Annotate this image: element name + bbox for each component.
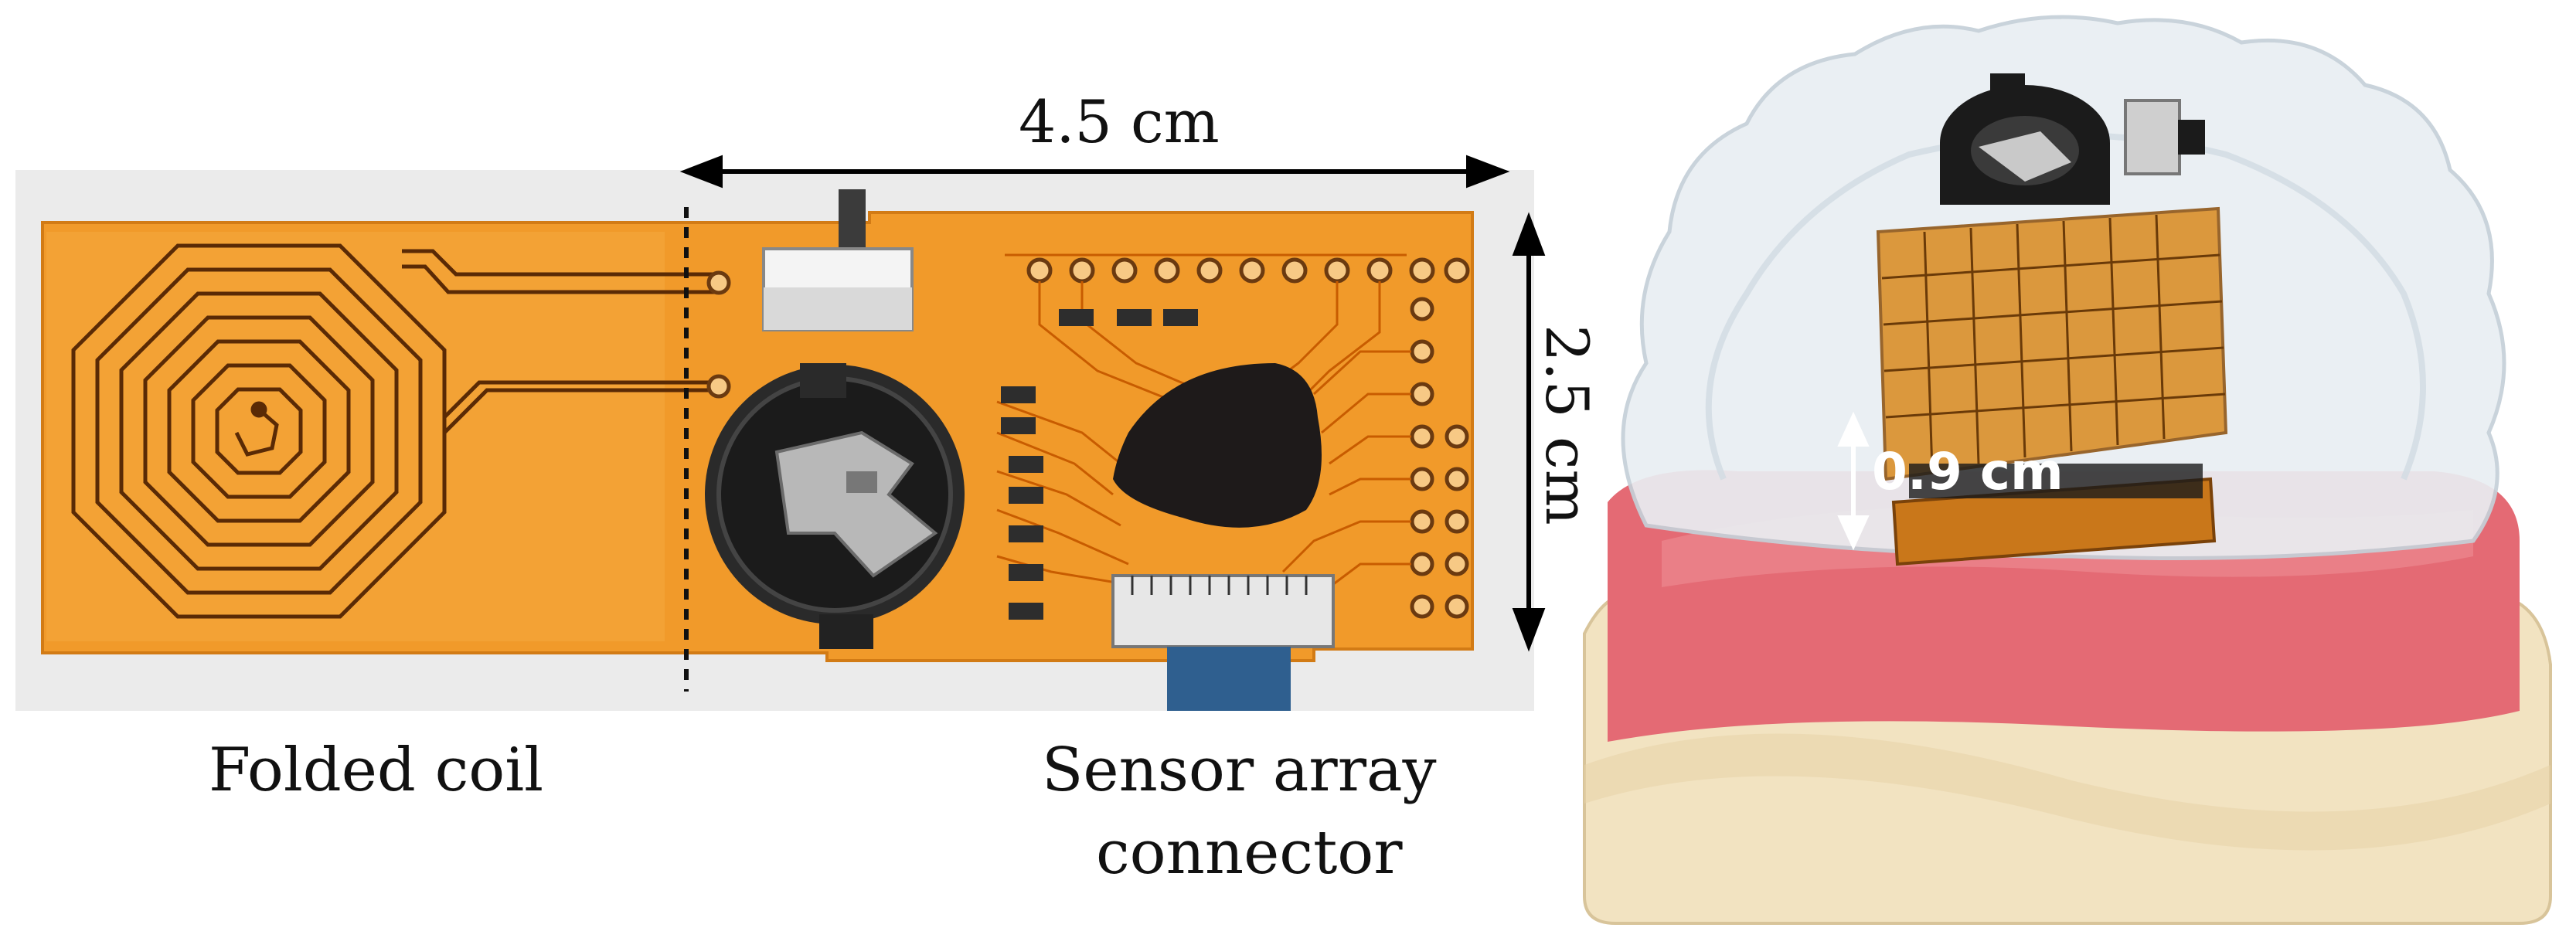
dimension-height-label: 2.5 cm <box>1533 325 1601 525</box>
mouth-guard-photo <box>1583 15 2558 925</box>
top-battery-holder <box>1940 73 2110 205</box>
dimension-length-label: 4.5 cm <box>1019 87 1220 156</box>
encapsulated-chip <box>1113 363 1322 528</box>
switch-lever <box>839 189 866 251</box>
folded-coil <box>71 243 447 619</box>
coil-leads <box>402 249 719 434</box>
smd-components <box>1001 309 1198 620</box>
header-pads-top <box>1026 257 1470 284</box>
top-slide-switch <box>2124 99 2181 175</box>
sensor-connector-caption-line1: Sensor array <box>1042 736 1437 805</box>
sensor-connector-caption-line2: connector <box>1096 818 1403 888</box>
header-pads-right <box>1410 297 1469 619</box>
thickness-arrow <box>1837 411 1870 551</box>
coin-cell-holder <box>705 363 965 649</box>
flex-cable <box>1167 647 1291 711</box>
dimension-arrows <box>679 155 1546 652</box>
thickness-label: 0.9 cm <box>1872 442 2064 501</box>
pcb-photo <box>15 155 1546 711</box>
sensor-grid <box>1881 214 2226 472</box>
folded-coil-caption: Folded coil <box>209 736 544 805</box>
pcb-highlight <box>46 232 665 641</box>
connector-pins <box>1131 576 1308 595</box>
pcb-traces <box>996 253 1411 589</box>
fpc-connector <box>1111 574 1335 648</box>
